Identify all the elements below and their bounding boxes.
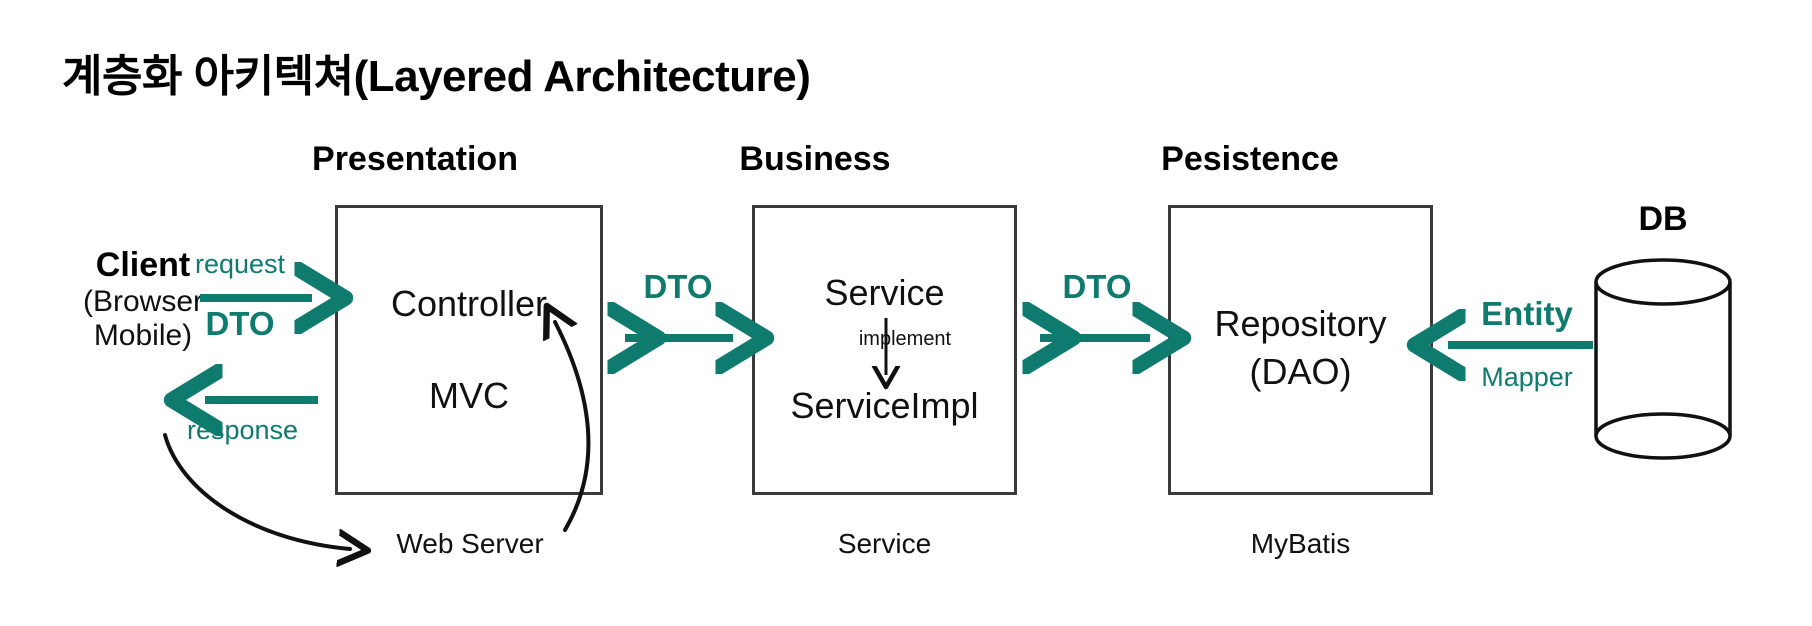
flow-label-entity: Entity	[1481, 295, 1573, 332]
client-sub-line-1: (Browser	[82, 285, 203, 319]
database-cylinder-icon[interactable]	[1593, 258, 1733, 460]
client-block: Client (Browser Mobile)	[48, 246, 238, 352]
flow-label-client-dto: DTO	[205, 305, 275, 342]
flow-label-request: request	[194, 249, 286, 279]
business-relation-implement: implement	[858, 328, 952, 350]
layer-header-business: Business	[739, 140, 891, 178]
flow-label-response: response	[186, 415, 299, 445]
client-name: Client	[95, 246, 191, 284]
client-sub-line-2: Mobile)	[93, 318, 193, 352]
caption-mybatis: MyBatis	[1250, 528, 1351, 559]
persistence-line-repository: Repository	[1214, 303, 1387, 344]
caption-service: Service	[837, 528, 932, 559]
layer-box-persistence[interactable]	[1168, 205, 1433, 495]
flow-label-business-persistence-dto: DTO	[1062, 268, 1132, 305]
persistence-line-dao: (DAO)	[1249, 351, 1352, 392]
layer-header-persistence: Pesistence	[1161, 140, 1339, 178]
layer-box-business[interactable]	[752, 205, 1017, 495]
business-line-serviceimpl: ServiceImpl	[790, 385, 979, 426]
layer-box-presentation[interactable]	[335, 205, 603, 495]
caption-web-server: Web Server	[396, 528, 544, 559]
presentation-line-mvc: MVC	[429, 375, 509, 416]
arrow-client-to-web-server	[163, 433, 350, 549]
database-label: DB	[1638, 200, 1688, 238]
flow-label-presentation-business-dto: DTO	[643, 268, 713, 305]
presentation-line-controller: Controller	[390, 283, 548, 324]
page-title: 계층화 아키텍쳐(Layered Architecture)	[62, 52, 811, 101]
flow-label-mapper: Mapper	[1481, 362, 1573, 392]
business-line-service: Service	[824, 272, 945, 313]
layer-header-presentation: Presentation	[312, 140, 518, 178]
